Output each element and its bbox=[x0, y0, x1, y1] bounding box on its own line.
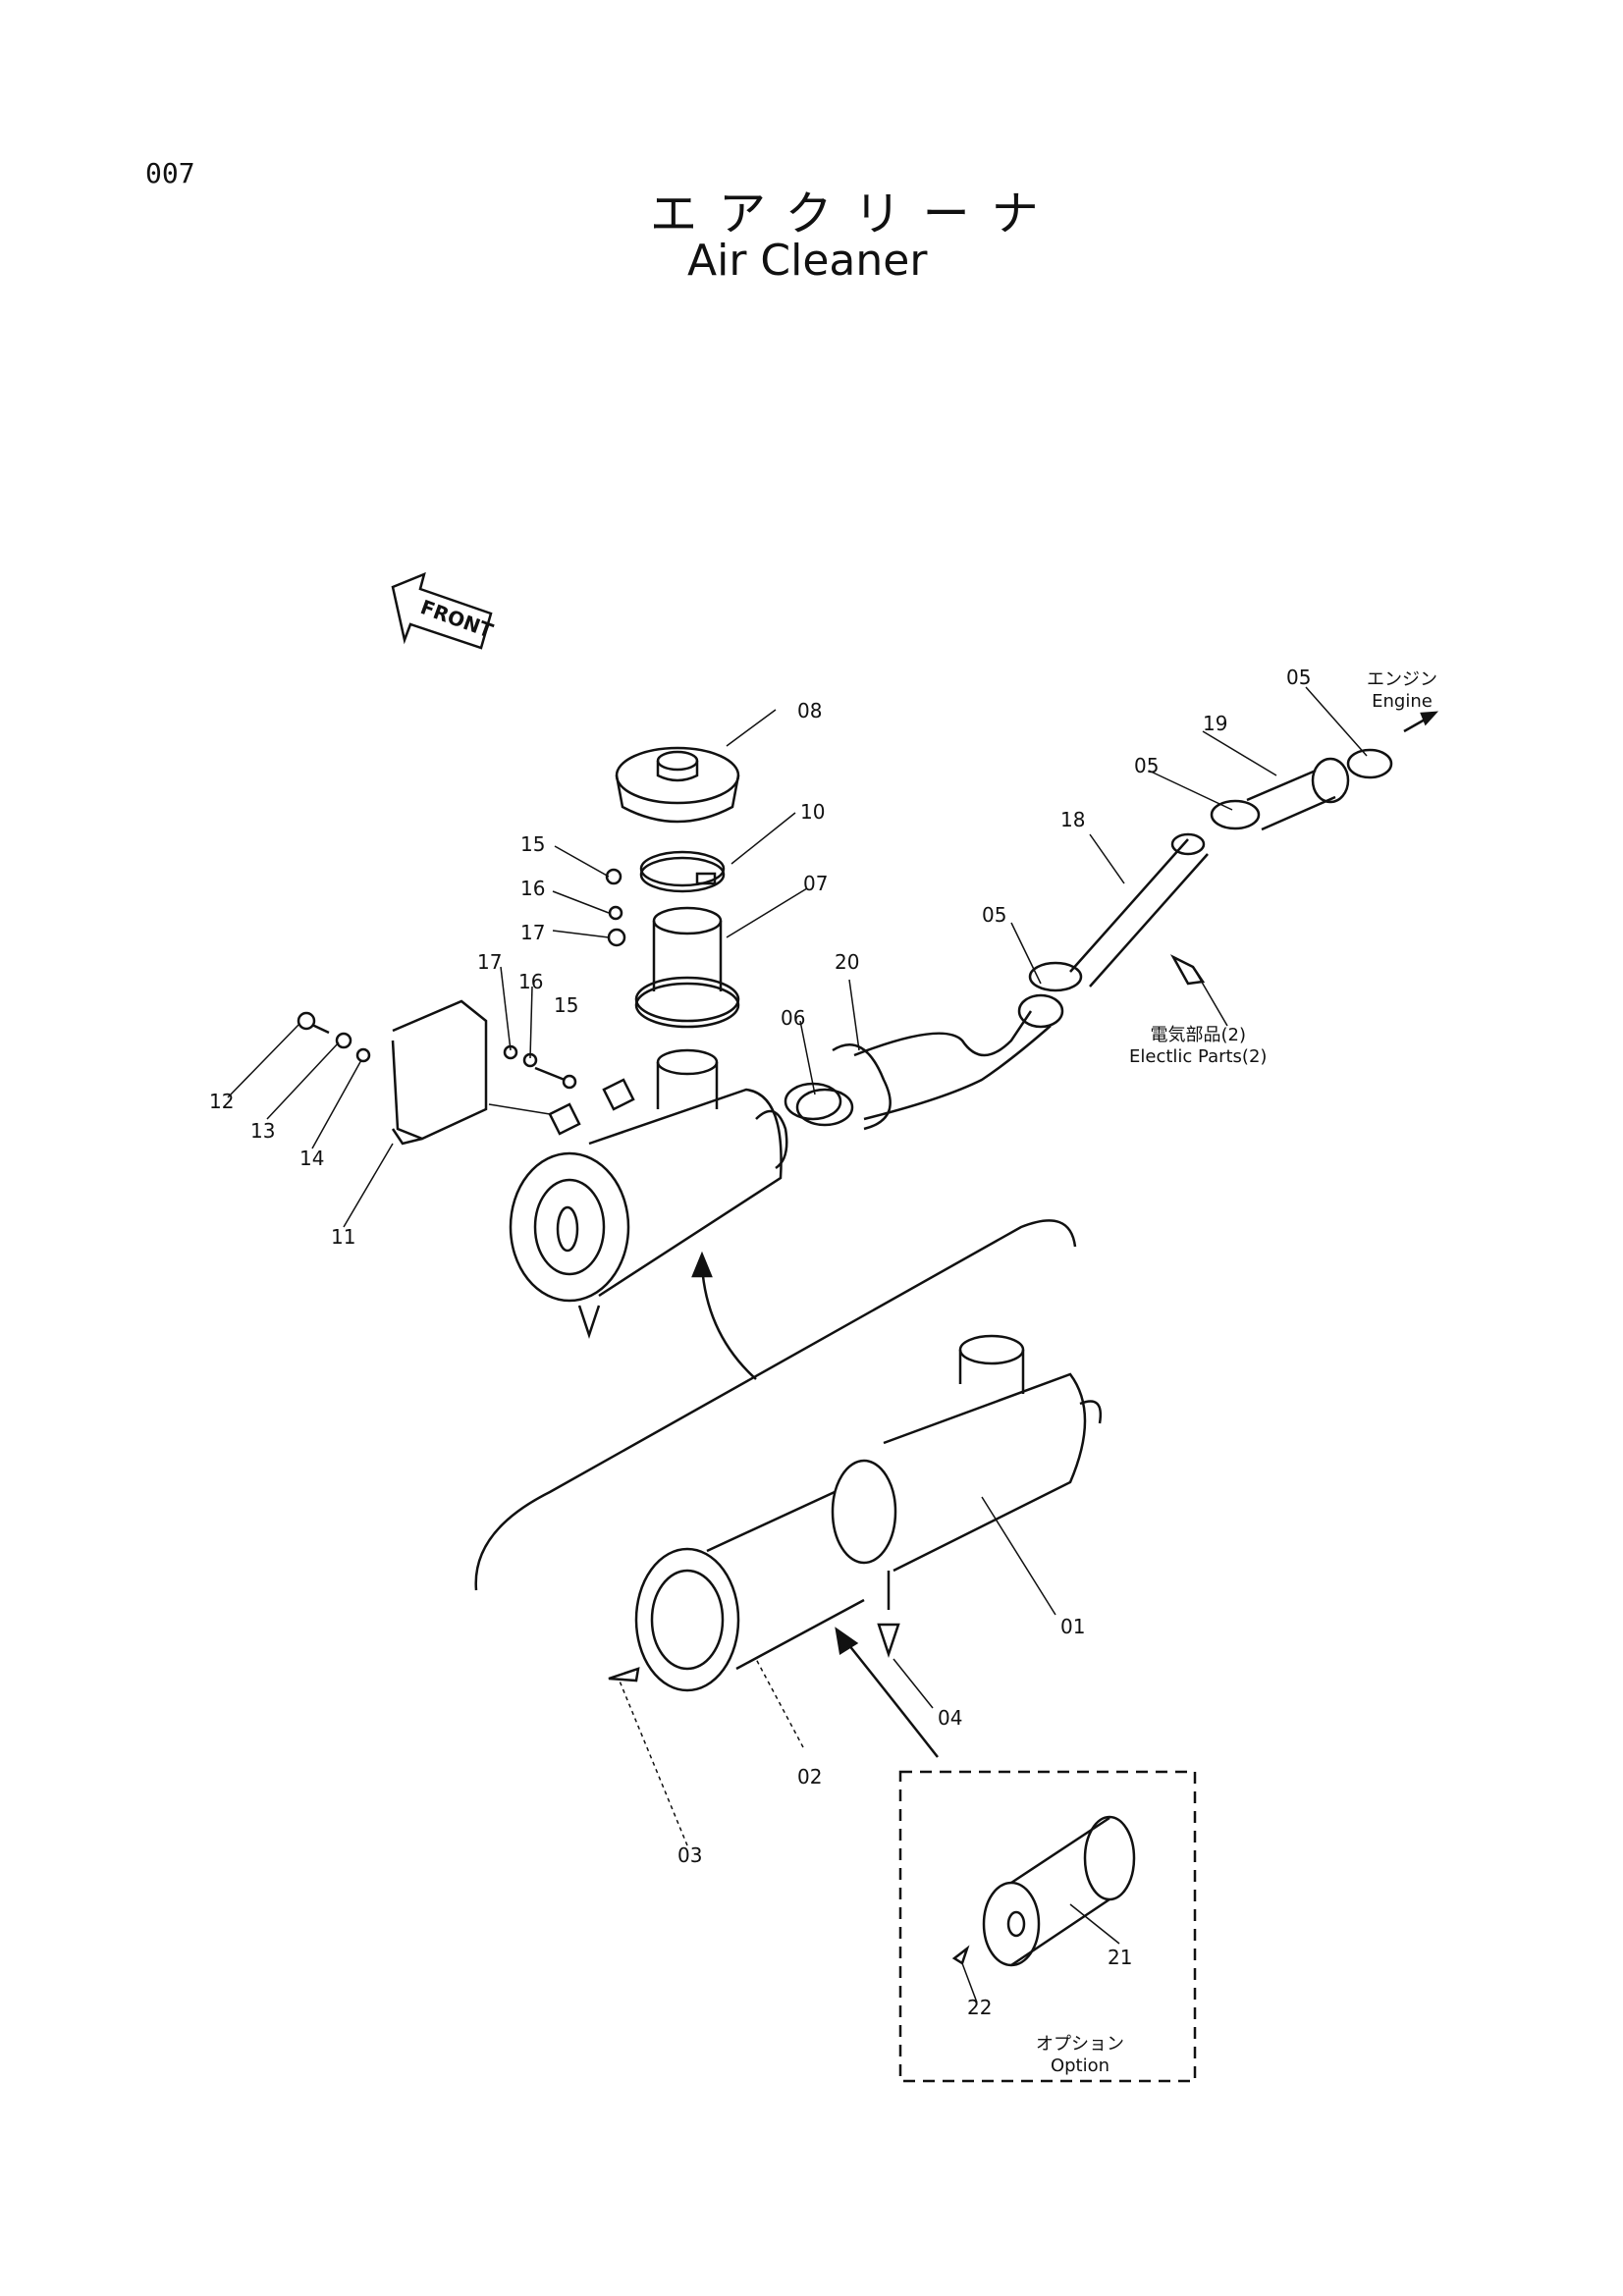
air-cleaner-body-detail bbox=[608, 1334, 1103, 1692]
electric-parts-note: 電気部品(2) Electlic Parts(2) bbox=[1129, 1021, 1267, 1067]
air-cleaner-body-upper bbox=[509, 1048, 788, 1339]
callout-06: 06 bbox=[781, 1006, 806, 1030]
callout-20: 20 bbox=[835, 950, 860, 974]
callout-03: 03 bbox=[677, 1843, 703, 1867]
leader-lines bbox=[227, 686, 1368, 2003]
option-box bbox=[898, 1770, 1197, 2083]
callout-22: 22 bbox=[967, 1996, 993, 2019]
callout-01: 01 bbox=[1060, 1615, 1086, 1638]
page-title-english: Air Cleaner bbox=[687, 236, 928, 286]
inlet-pipe-07 bbox=[634, 906, 740, 1029]
intake-hoses bbox=[784, 748, 1393, 1131]
precleaner-cap bbox=[615, 746, 740, 824]
engine-note-en: Engine bbox=[1372, 691, 1433, 712]
callout-21: 21 bbox=[1108, 1946, 1133, 1969]
callout-08: 08 bbox=[797, 699, 823, 722]
callout-11: 11 bbox=[331, 1225, 356, 1249]
callout-17b: 17 bbox=[477, 950, 503, 974]
callout-14: 14 bbox=[299, 1147, 325, 1170]
callout-18: 18 bbox=[1060, 808, 1086, 831]
engine-note-jp: エンジン bbox=[1367, 669, 1437, 690]
page-number: 007 bbox=[145, 157, 195, 189]
callout-15b: 15 bbox=[554, 993, 579, 1017]
callout-05c: 05 bbox=[982, 903, 1007, 927]
callout-10: 10 bbox=[800, 800, 826, 824]
callout-02: 02 bbox=[797, 1765, 823, 1789]
option-note: オプション Option bbox=[1036, 2030, 1124, 2076]
electric-parts-note-en: Electlic Parts(2) bbox=[1129, 1046, 1268, 1067]
option-note-jp: オプション bbox=[1036, 2034, 1124, 2055]
electric-parts-note-jp: 電気部品(2) bbox=[1150, 1025, 1246, 1045]
callout-15a: 15 bbox=[520, 832, 546, 856]
callout-12: 12 bbox=[209, 1090, 235, 1113]
callout-05b: 05 bbox=[1134, 754, 1160, 777]
callout-16b: 16 bbox=[518, 970, 544, 993]
callout-04: 04 bbox=[938, 1706, 963, 1730]
callout-16a: 16 bbox=[520, 877, 546, 900]
callout-19: 19 bbox=[1203, 712, 1228, 735]
bracket-11 bbox=[391, 999, 488, 1146]
option-note-en: Option bbox=[1050, 2056, 1110, 2076]
hose-clamp-10 bbox=[639, 850, 726, 893]
engine-note: エンジン Engine bbox=[1367, 666, 1437, 712]
callout-05a: 05 bbox=[1286, 666, 1312, 689]
callout-07: 07 bbox=[803, 872, 829, 895]
callout-13: 13 bbox=[250, 1119, 276, 1143]
callout-17a: 17 bbox=[520, 921, 546, 944]
page-title-japanese: エアクリーナ bbox=[650, 187, 1060, 241]
detail-arrows bbox=[474, 1219, 1077, 1758]
bolts-washers bbox=[297, 868, 626, 1090]
front-arrow-icon: FRONT bbox=[391, 571, 497, 650]
